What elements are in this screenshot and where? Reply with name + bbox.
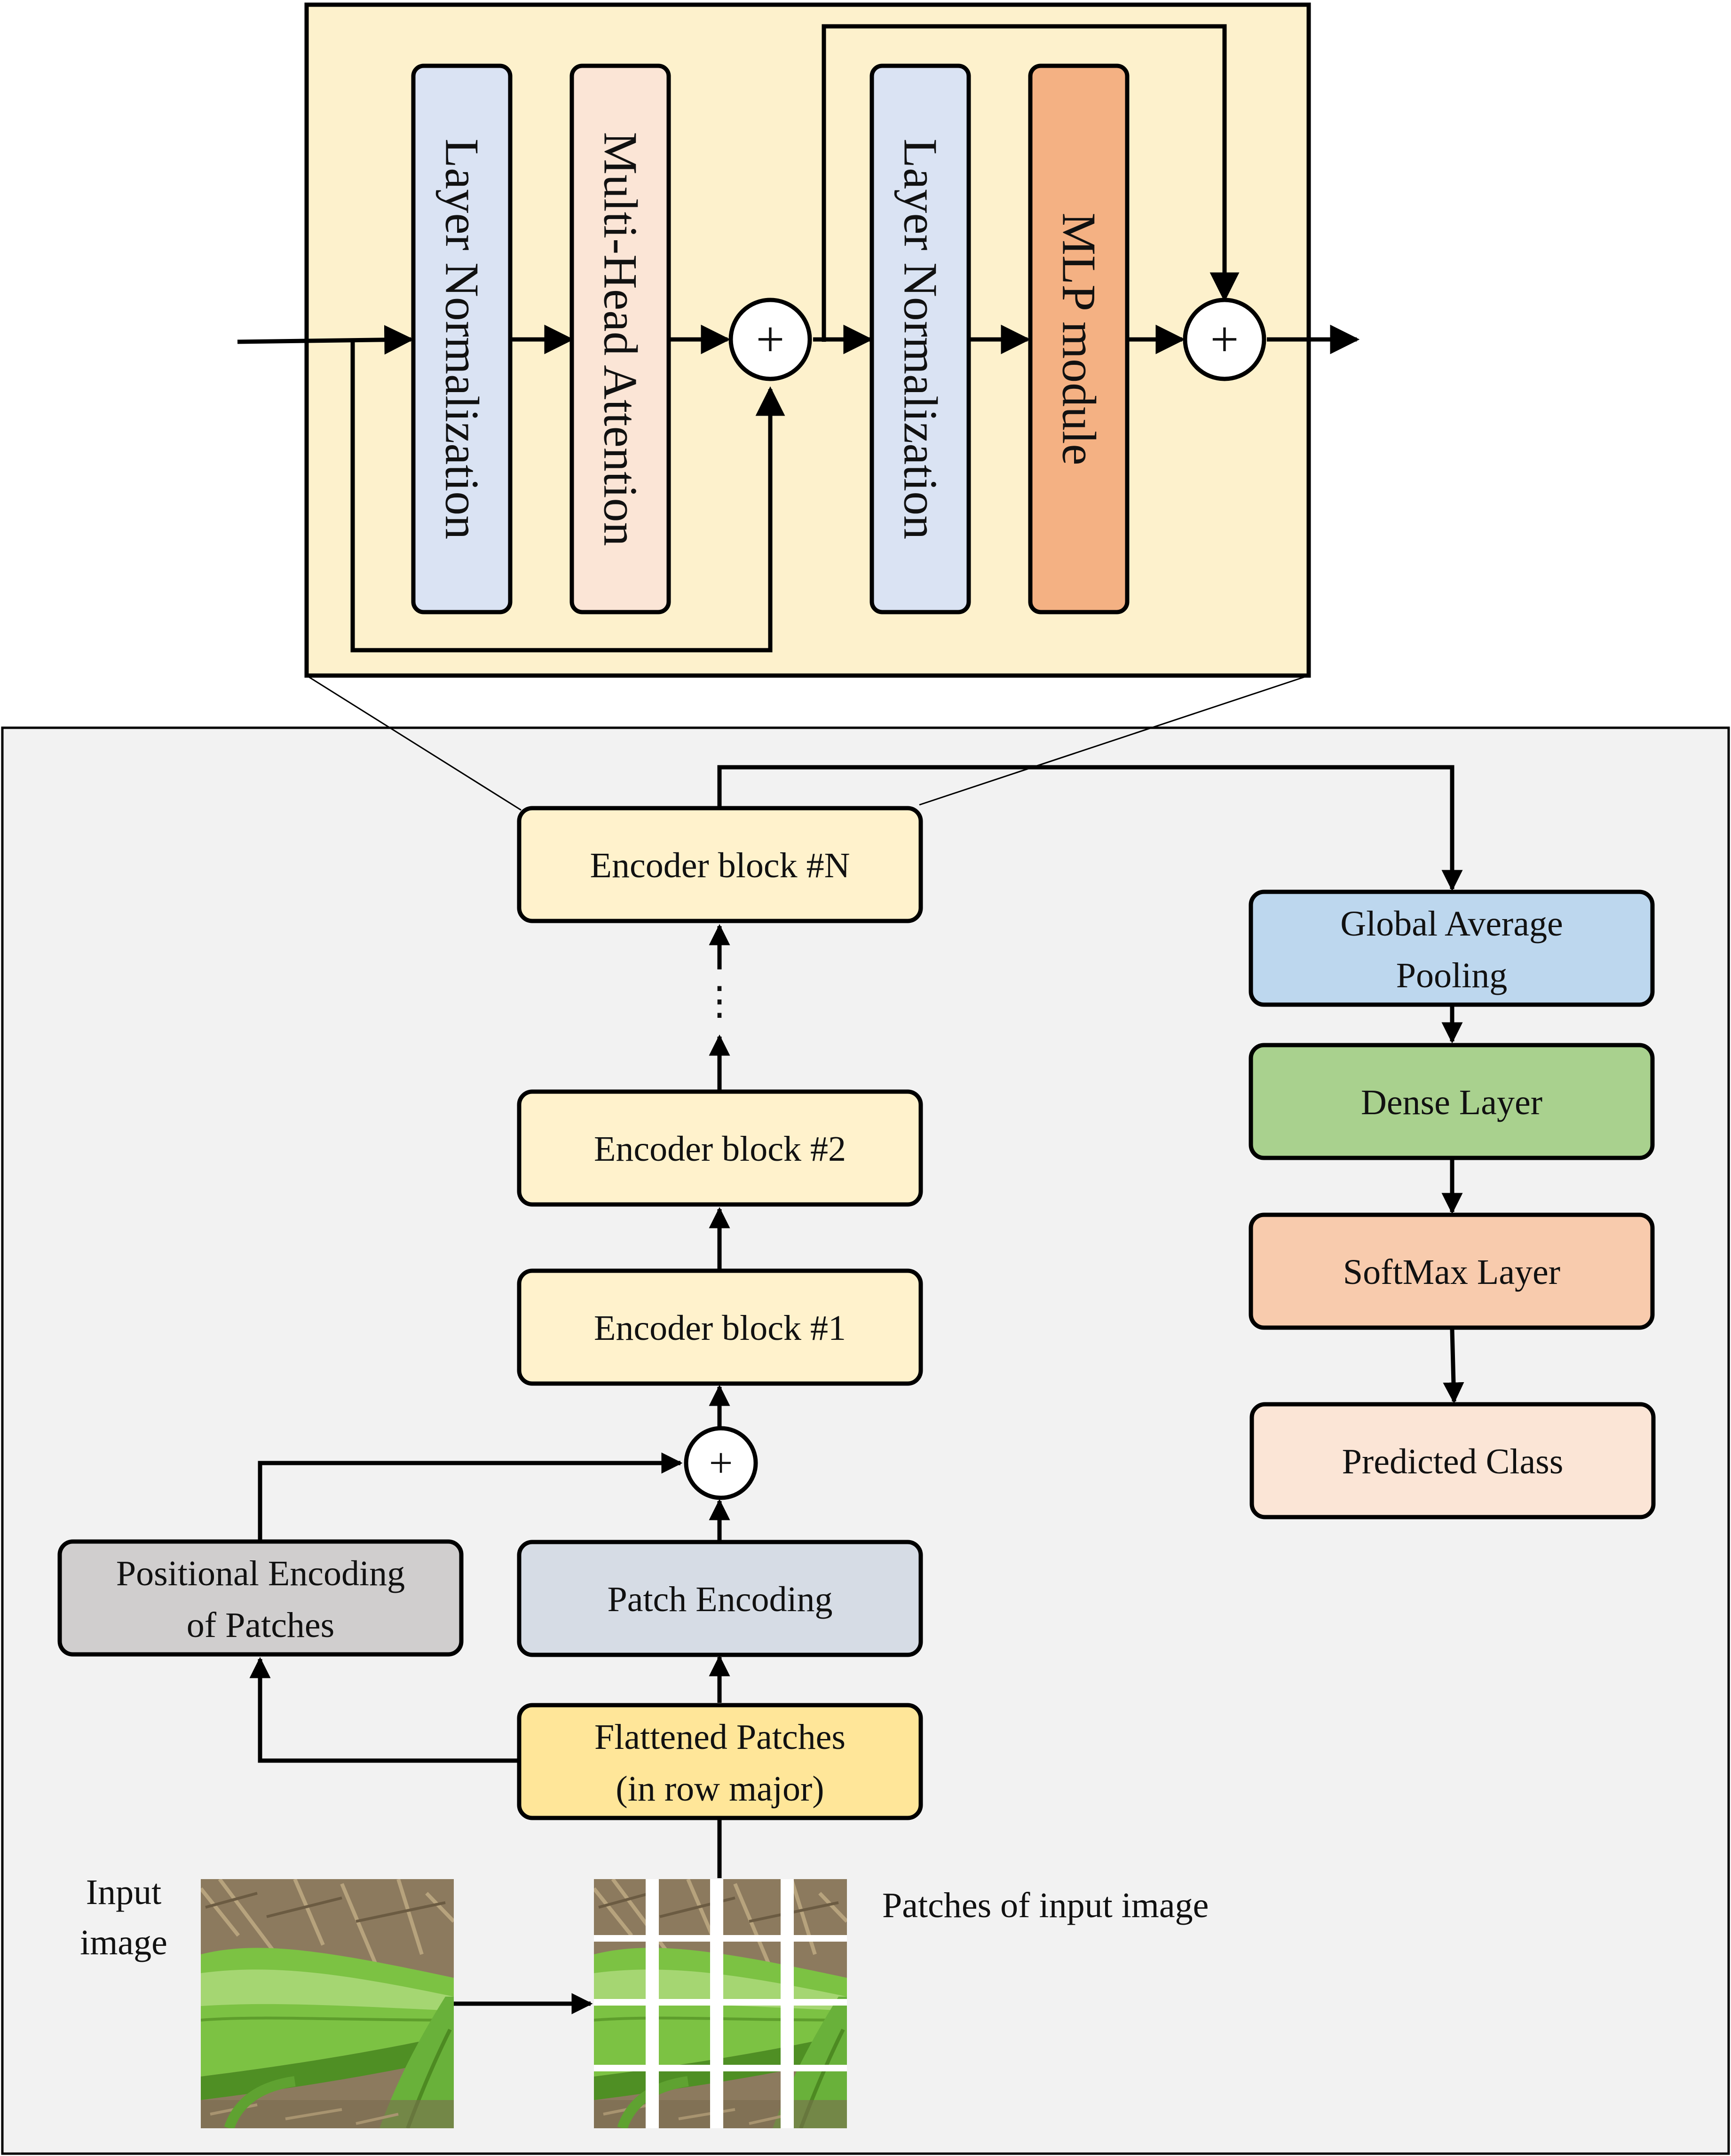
layer-norm-2-box: Layer Normalization [869,63,971,614]
input-image-label: image [80,1923,167,1962]
svg-text:+: + [709,1440,733,1487]
arrow-softmax-predicted [1443,1329,1464,1404]
patches-grid [594,1879,847,2128]
svg-text:Predicted Class: Predicted Class [1342,1442,1564,1481]
flattened-patches-box: Flattened Patches (in row major) [517,1703,923,1820]
zoom-line-right [919,675,1309,806]
svg-text:Flattened Patches: Flattened Patches [594,1717,846,1757]
add-circle-icon: + [1183,298,1266,381]
svg-text:Encoder block #2: Encoder block #2 [594,1129,846,1169]
svg-text:Patch Encoding: Patch Encoding [607,1580,832,1619]
input-image-label: Input [86,1873,161,1912]
patches-label: Patches of input image [882,1886,1209,1925]
mlp-module-box: MLP module [1028,63,1130,614]
arrow-flattened-positional [249,1657,519,1763]
vit-pipeline-panel: Encoder block #N ⋮ Encoder block #2 Enco… [1,675,1730,2155]
svg-text:Positional Encoding: Positional Encoding [116,1554,405,1593]
encoder-detail-panel: Layer Normalization Multi-Head Attention… [237,2,1360,678]
svg-text:+: + [756,312,785,368]
encoder-block-n: Encoder block #N [517,806,923,923]
zoom-line-left [306,675,522,811]
global-average-pooling-box: Global Average Pooling [1249,889,1655,1007]
layer-norm-1-label: Layer Normalization [435,139,489,539]
add-circle-icon: + [728,298,812,381]
arrow-encn-gap [717,765,1463,891]
svg-text:(in row major): (in row major) [616,1769,824,1809]
arrow-in [237,325,414,355]
dense-layer-box: Dense Layer [1249,1043,1655,1160]
svg-text:+: + [1210,312,1239,368]
svg-text:Encoder block #1: Encoder block #1 [594,1308,846,1348]
add-circle-icon: + [684,1426,758,1500]
encoder-block-2: Encoder block #2 [517,1089,923,1207]
encoder-block-1: Encoder block #1 [517,1268,923,1386]
multi-head-attention-label: Multi-Head Attention [594,132,647,546]
predicted-class-box: Predicted Class [1249,1402,1656,1519]
residual-skip-1 [350,342,785,653]
svg-text:Encoder block #N: Encoder block #N [590,846,850,885]
layer-norm-2-label: Layer Normalization [894,139,947,539]
arrow-positional-add [258,1452,683,1541]
ellipsis: ⋮ [700,980,739,1023]
svg-text:SoftMax Layer: SoftMax Layer [1343,1252,1560,1292]
positional-encoding-box: Positional Encoding of Patches [57,1539,464,1657]
multi-head-attention-box: Multi-Head Attention [569,63,671,614]
layer-norm-1-box: Layer Normalization [411,63,513,614]
leaf-image-icon [201,1879,454,2128]
svg-text:of Patches: of Patches [187,1605,334,1645]
svg-text:Dense Layer: Dense Layer [1361,1083,1542,1122]
svg-text:Global Average: Global Average [1340,904,1563,944]
residual-skip-2 [822,24,1240,342]
patch-encoding-box: Patch Encoding [517,1540,923,1657]
softmax-layer-box: SoftMax Layer [1249,1212,1655,1330]
mlp-module-label: MLP module [1052,212,1106,465]
svg-text:Pooling: Pooling [1396,956,1508,995]
